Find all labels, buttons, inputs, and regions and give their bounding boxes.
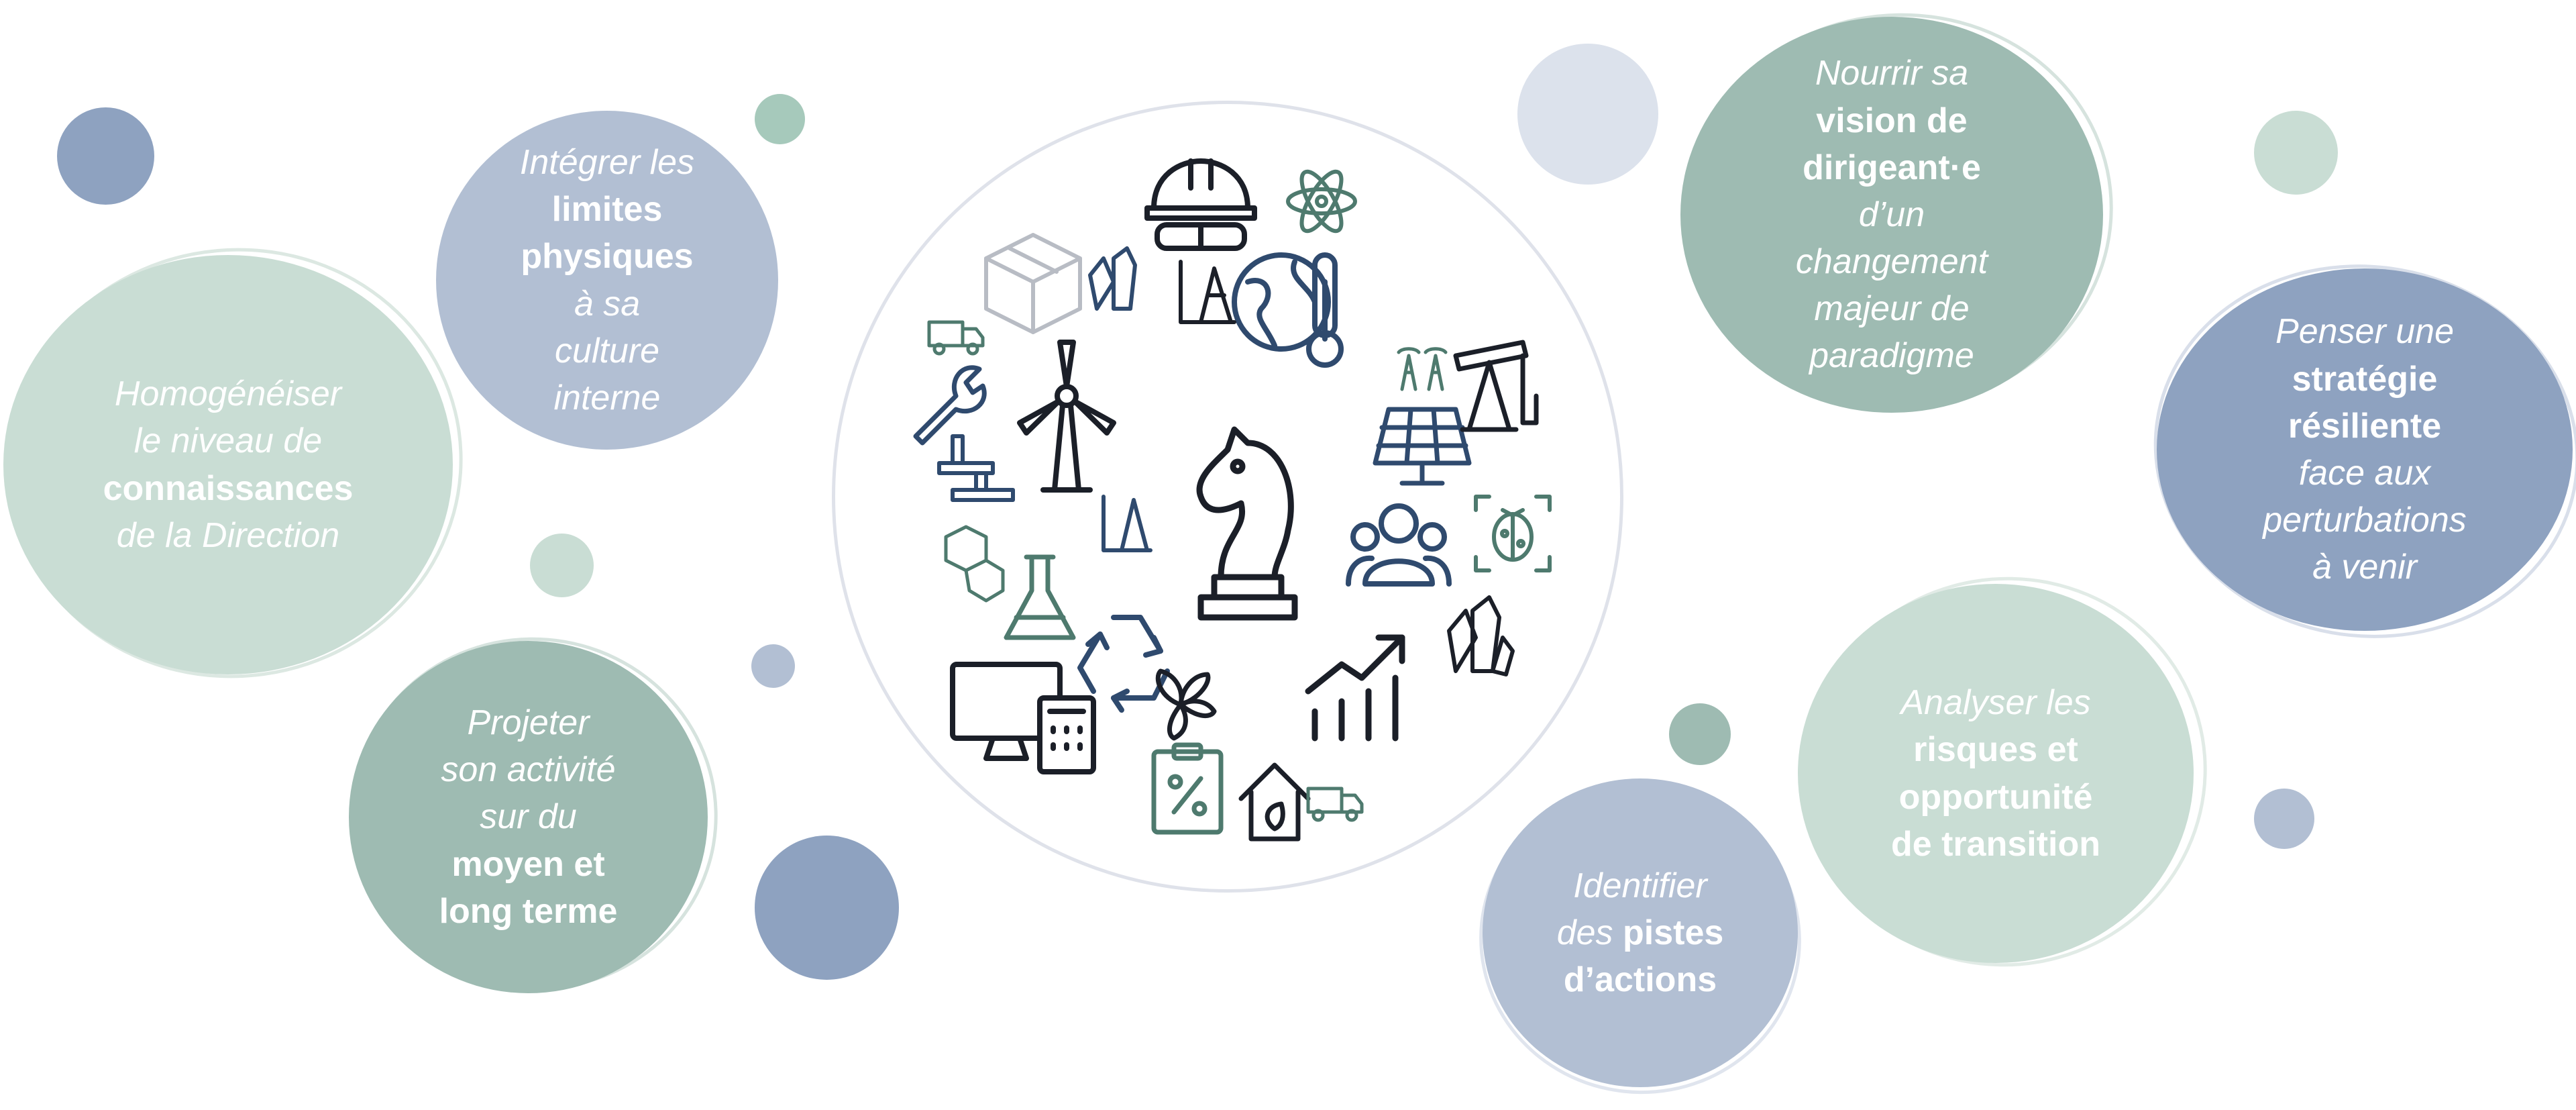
text-line: des: [1556, 913, 1623, 952]
bubble-text: Penser une stratégie résiliente face aux…: [2263, 308, 2467, 591]
molecule-icon: [944, 525, 1005, 603]
text-line: paradigme: [1809, 336, 1974, 376]
drafting-tools-icon: [1179, 260, 1236, 324]
text-bold: physiques: [521, 237, 694, 276]
text-line: à sa: [574, 284, 641, 323]
text-line: à venir: [2312, 548, 2418, 587]
text-bold: résiliente: [2288, 406, 2442, 446]
decor-dot: [755, 94, 805, 144]
bubble-text: Nourrir sa vision de dirigeant·e d’un ch…: [1796, 50, 1988, 379]
text-line: Homogénéiser: [114, 374, 342, 414]
wrench-icon: [913, 365, 987, 446]
text-bold: connaissances: [103, 468, 354, 508]
text-line: majeur de: [1814, 289, 1970, 329]
truck-icon: [927, 320, 985, 356]
text-bold: d’actions: [1563, 960, 1717, 1000]
bubble-identifier: Identifier des pistes d’actions: [1483, 778, 1798, 1087]
cube-icon: [984, 233, 1082, 334]
text-line: sur du: [480, 797, 577, 837]
text-line: Projeter: [467, 703, 590, 743]
decor-dot: [755, 836, 899, 980]
atom-icon: [1286, 169, 1357, 234]
text-bold: opportunité: [1898, 777, 2093, 817]
text-bold: pistes: [1623, 913, 1724, 952]
monitor-calculator-icon: [950, 662, 1096, 774]
text-line: Penser une: [2275, 312, 2454, 352]
eco-house-icon: [1238, 762, 1311, 842]
text-line: perturbations: [2263, 501, 2467, 540]
text-line: son activité: [441, 750, 616, 790]
bubble-nourrir: Nourrir sa vision de dirigeant·e d’un ch…: [1680, 17, 2103, 413]
leaves-icon: [1155, 668, 1217, 741]
globe-thermometer-icon: [1232, 252, 1344, 368]
text-line: le niveau de: [133, 421, 323, 461]
text-line: Analyser les: [1900, 683, 2091, 723]
text-bold: risques et: [1913, 730, 2078, 770]
decor-dot: [1517, 44, 1658, 185]
decor-dot: [1669, 703, 1731, 765]
steel-beam-icon: [937, 434, 1015, 502]
text-line: d’un: [1858, 195, 1925, 234]
text-line: Identifier: [1573, 866, 1707, 905]
bubble-text: Identifier des pistes d’actions: [1557, 862, 1724, 1004]
text-bold: de transition: [1890, 824, 2101, 864]
antenna-icon: [1397, 347, 1448, 391]
crystals-icon: [1088, 246, 1137, 311]
oil-pump-icon: [1453, 340, 1539, 432]
drafting-tools-icon: [1102, 495, 1152, 552]
text-line: Nourrir sa: [1815, 54, 1969, 93]
decor-dot: [2254, 111, 2338, 195]
bubble-homogeneiser: Homogénéiser le niveau de connaissances …: [3, 255, 453, 674]
bubble-text: Projeter son activité sur du moyen et lo…: [439, 699, 618, 935]
bubble-text: Homogénéiser le niveau de connaissances …: [103, 370, 354, 559]
text-line: face aux: [2298, 454, 2431, 493]
text-line: interne: [553, 378, 661, 417]
chemistry-flask-icon: [1004, 554, 1076, 640]
text-bold: vision de: [1816, 101, 1968, 140]
decor-dot: [2254, 789, 2314, 849]
decor-dot: [751, 644, 795, 688]
bubble-penser: Penser une stratégie résiliente face aux…: [2157, 268, 2573, 631]
bubble-analyser: Analyser les risques et opportunité de t…: [1798, 584, 2194, 963]
bubble-text: Intégrer les limites physiques à sa cult…: [520, 139, 694, 421]
recycle-icon: [1077, 615, 1170, 713]
text-line: culture: [554, 331, 660, 370]
crystals-icon: [1447, 595, 1515, 676]
text-line: Intégrer les: [519, 142, 695, 182]
chess-knight-icon: [1196, 426, 1298, 621]
wind-turbine-icon: [1017, 340, 1116, 493]
solar-panel-icon: [1373, 407, 1472, 486]
text-line: de la Direction: [116, 515, 340, 555]
text-bold: stratégie: [2292, 359, 2438, 399]
hard-hat-icon: [1144, 158, 1257, 251]
bubble-text: Analyser les risques et opportunité de t…: [1891, 679, 2100, 868]
growth-chart-icon: [1305, 634, 1405, 742]
text-bold: dirigeant·e: [1803, 148, 1981, 187]
text-bold: limites: [551, 190, 663, 230]
ladybug-icon: [1474, 495, 1552, 572]
text-bold: long terme: [439, 891, 618, 931]
icon-collage: [913, 158, 1552, 842]
clipboard-percent-icon: [1151, 742, 1224, 835]
decor-dot: [57, 107, 154, 205]
text-bold: moyen et: [451, 844, 605, 884]
truck-icon: [1306, 787, 1364, 822]
bubble-integrer-limites: Intégrer les limites physiques à sa cult…: [436, 111, 778, 450]
bubble-projeter: Projeter son activité sur du moyen et lo…: [349, 641, 708, 993]
center-circle: [832, 101, 1623, 893]
team-icon: [1346, 503, 1452, 587]
text-line: changement: [1795, 242, 1988, 282]
decor-dot: [530, 534, 594, 597]
